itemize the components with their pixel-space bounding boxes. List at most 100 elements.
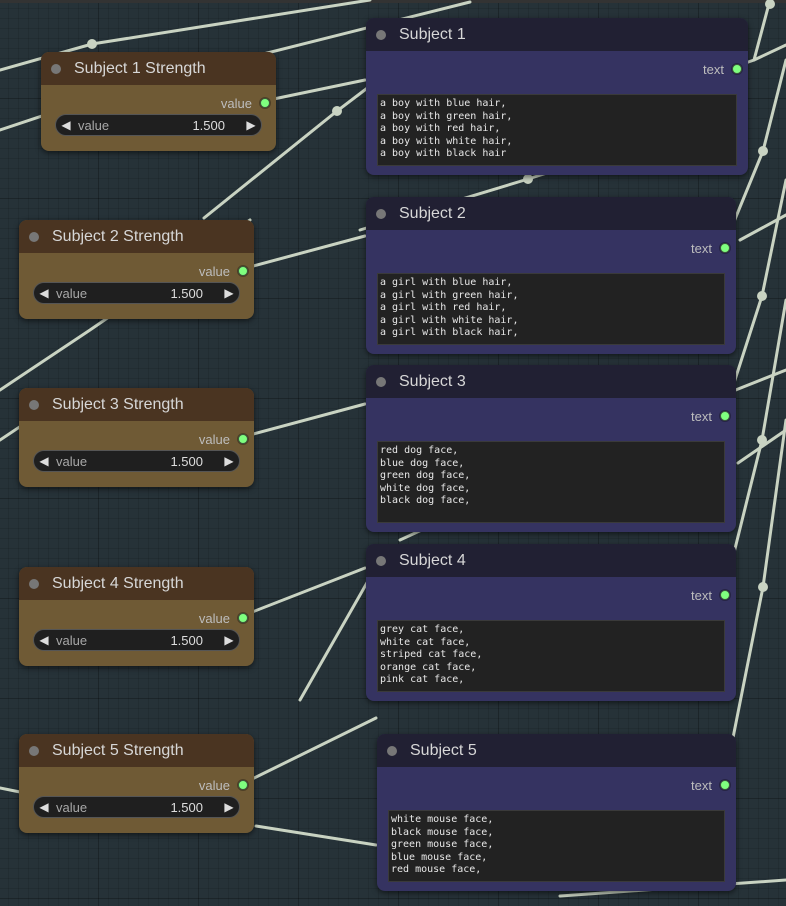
node-title: Subject 4	[399, 552, 466, 569]
node-title: Subject 1 Strength	[74, 60, 206, 77]
wire-reroute-dot	[758, 146, 768, 156]
wire	[240, 402, 367, 439]
output-slot[interactable]	[720, 780, 730, 790]
subject-1-strength-node[interactable]: Subject 1 Strength value ◀ value 1.500 ▶	[41, 52, 276, 151]
dot-icon[interactable]	[29, 579, 39, 589]
widget-name: value	[56, 285, 88, 301]
node-title: Subject 1	[399, 26, 466, 43]
widget-value[interactable]: 1.500	[192, 117, 225, 133]
right-arrow-icon[interactable]: ▶	[224, 633, 234, 647]
output-label: text	[691, 408, 712, 424]
node-title-bar[interactable]: Subject 4	[366, 544, 736, 577]
subject-2-strength-node[interactable]: Subject 2 Strength value ◀ value 1.500 ▶	[19, 220, 254, 319]
subject-2-node[interactable]: Subject 2 text a girl with blue hair, a …	[366, 197, 736, 354]
node-title: Subject 5 Strength	[52, 742, 184, 759]
node-title: Subject 2 Strength	[52, 228, 184, 245]
output-slot[interactable]	[260, 98, 270, 108]
output-label: text	[703, 61, 724, 77]
wire	[0, 786, 22, 794]
output-slot[interactable]	[238, 434, 248, 444]
value-number-widget[interactable]: ◀ value 1.500 ▶	[33, 629, 240, 651]
subject-4-node[interactable]: Subject 4 text grey cat face, white cat …	[366, 544, 736, 701]
subject-3-node[interactable]: Subject 3 text red dog face, blue dog fa…	[366, 365, 736, 532]
node-title: Subject 3	[399, 373, 466, 390]
left-arrow-icon[interactable]: ◀	[39, 800, 49, 814]
wire-reroute-dot	[332, 106, 342, 116]
wire-reroute-dot	[765, 0, 775, 9]
widget-name: value	[78, 117, 110, 133]
node-title: Subject 3 Strength	[52, 396, 184, 413]
node-title-bar[interactable]: Subject 3 Strength	[19, 388, 254, 421]
widget-name: value	[56, 453, 88, 469]
wire	[752, 43, 786, 62]
output-label: text	[691, 240, 712, 256]
output-slot[interactable]	[720, 411, 730, 421]
node-title-bar[interactable]: Subject 5 Strength	[19, 734, 254, 767]
node-title-bar[interactable]: Subject 5	[377, 734, 736, 767]
output-slot[interactable]	[732, 64, 742, 74]
subject-5-node[interactable]: Subject 5 text white mouse face, black m…	[377, 734, 736, 891]
left-arrow-icon[interactable]: ◀	[39, 286, 49, 300]
output-label: value	[198, 431, 230, 447]
output-slot[interactable]	[238, 613, 248, 623]
output-slot[interactable]	[238, 266, 248, 276]
left-arrow-icon[interactable]: ◀	[39, 633, 49, 647]
dot-icon[interactable]	[376, 556, 386, 566]
widget-name: value	[56, 632, 88, 648]
right-arrow-icon[interactable]: ▶	[224, 286, 234, 300]
output-label: value	[198, 777, 230, 793]
output-slot[interactable]	[720, 590, 730, 600]
value-number-widget[interactable]: ◀ value 1.500 ▶	[55, 114, 262, 136]
wire-reroute-dot	[87, 39, 97, 49]
right-arrow-icon[interactable]: ▶	[224, 800, 234, 814]
wire	[240, 234, 367, 271]
subject-3-strength-node[interactable]: Subject 3 Strength value ◀ value 1.500 ▶	[19, 388, 254, 487]
value-number-widget[interactable]: ◀ value 1.500 ▶	[33, 796, 240, 818]
right-arrow-icon[interactable]: ▶	[246, 118, 256, 132]
subject-1-node[interactable]: Subject 1 text a boy with blue hair, a b…	[366, 18, 748, 175]
subject-4-strength-node[interactable]: Subject 4 Strength value ◀ value 1.500 ▶	[19, 567, 254, 666]
right-arrow-icon[interactable]: ▶	[224, 454, 234, 468]
dot-icon[interactable]	[376, 209, 386, 219]
value-number-widget[interactable]: ◀ value 1.500 ▶	[33, 282, 240, 304]
text-input[interactable]: white mouse face, black mouse face, gree…	[388, 810, 725, 882]
wire-reroute-dot	[523, 174, 533, 184]
dot-icon[interactable]	[387, 746, 397, 756]
dot-icon[interactable]	[29, 400, 39, 410]
left-arrow-icon[interactable]: ◀	[61, 118, 71, 132]
node-title-bar[interactable]: Subject 1 Strength	[41, 52, 276, 85]
text-input[interactable]: a girl with blue hair, a girl with green…	[377, 273, 725, 345]
wire	[240, 716, 378, 786]
node-title-bar[interactable]: Subject 4 Strength	[19, 567, 254, 600]
dot-icon[interactable]	[29, 232, 39, 242]
widget-value[interactable]: 1.500	[170, 799, 203, 815]
wire	[254, 824, 378, 847]
text-input[interactable]: a boy with blue hair, a boy with green h…	[377, 94, 737, 166]
subject-5-strength-node[interactable]: Subject 5 Strength value ◀ value 1.500 ▶	[19, 734, 254, 833]
widget-value[interactable]: 1.500	[170, 632, 203, 648]
wire	[240, 566, 367, 618]
dot-icon[interactable]	[376, 377, 386, 387]
dot-icon[interactable]	[51, 64, 61, 74]
left-arrow-icon[interactable]: ◀	[39, 454, 49, 468]
canvas-top-border	[0, 0, 786, 3]
node-title-bar[interactable]: Subject 2	[366, 197, 736, 230]
output-slot[interactable]	[720, 243, 730, 253]
text-input[interactable]: grey cat face, white cat face, striped c…	[377, 620, 725, 692]
dot-icon[interactable]	[376, 30, 386, 40]
node-title-bar[interactable]: Subject 1	[366, 18, 748, 51]
output-slot[interactable]	[238, 780, 248, 790]
widget-value[interactable]: 1.500	[170, 453, 203, 469]
widget-value[interactable]: 1.500	[170, 285, 203, 301]
widget-name: value	[56, 799, 88, 815]
dot-icon[interactable]	[29, 746, 39, 756]
text-input[interactable]: red dog face, blue dog face, green dog f…	[377, 441, 725, 523]
wire-reroute-dot	[757, 291, 767, 301]
value-number-widget[interactable]: ◀ value 1.500 ▶	[33, 450, 240, 472]
output-label: text	[691, 777, 712, 793]
node-title-bar[interactable]: Subject 3	[366, 365, 736, 398]
wire-reroute-dot	[757, 435, 767, 445]
output-label: value	[198, 610, 230, 626]
node-title: Subject 2	[399, 205, 466, 222]
node-title-bar[interactable]: Subject 2 Strength	[19, 220, 254, 253]
